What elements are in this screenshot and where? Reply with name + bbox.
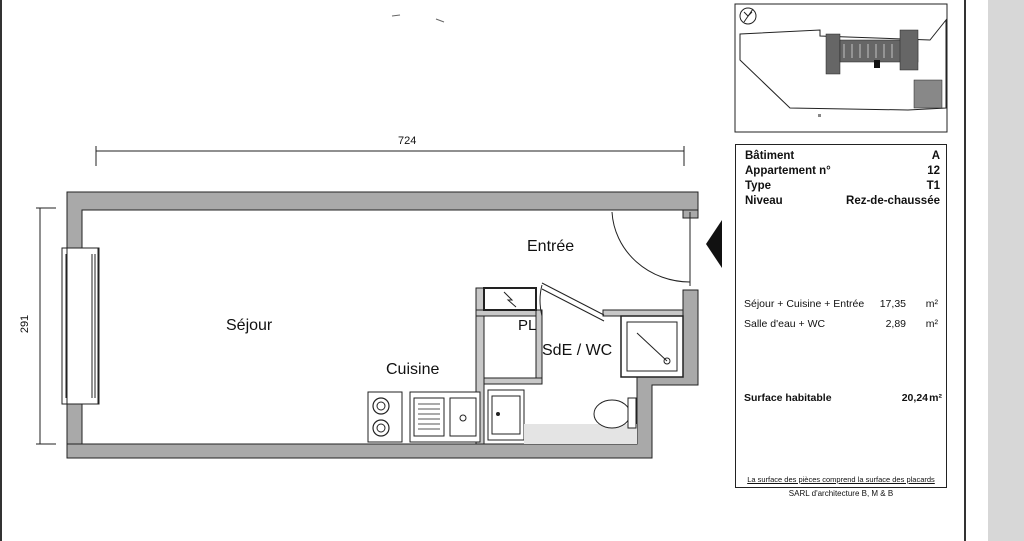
window: [61, 247, 99, 405]
shower: [620, 315, 684, 378]
room-label-cuisine: Cuisine: [386, 361, 440, 378]
room-label-sejour: Séjour: [226, 317, 273, 334]
area-row-salle-eau-wc: Salle d'eau + WC 2,89 m²: [744, 318, 938, 330]
room-label-entree: Entrée: [527, 238, 575, 255]
interior-partitions: [475, 287, 684, 445]
width-dimension: [95, 146, 685, 166]
bathroom-floor-shade: [524, 424, 637, 444]
info-box: Bâtiment A Appartement n° 12 Type T1 Niv…: [735, 144, 947, 488]
top-marks: [391, 14, 445, 23]
bathroom-door: [539, 282, 605, 322]
location-map: [734, 3, 948, 133]
room-label-sde-wc: SdE / WC: [542, 342, 613, 359]
toilet: [593, 397, 637, 429]
area-row-surface-habitable: Surface habitable 20,24 m²: [744, 392, 942, 404]
page-frame: [0, 0, 966, 541]
info-row-niveau: Niveau Rez-de-chaussée: [745, 195, 940, 207]
kitchen-sink: [409, 391, 481, 443]
entrance-door: [611, 211, 691, 286]
room-label-pl: PL: [518, 317, 537, 334]
width-dimension-label: 724: [398, 135, 417, 147]
entrance-arrow-icon: [706, 220, 722, 268]
scrollbar-strip[interactable]: [988, 0, 1024, 541]
architect-credit: SARL d'architecture B, M & B: [788, 489, 894, 498]
north-arrow-icon: [739, 7, 757, 25]
height-dimension-label: 291: [19, 314, 32, 334]
surface-note: La surface des pièces comprend la surfac…: [747, 475, 935, 484]
electrical-panel: [483, 287, 537, 311]
area-row-sejour-cuisine-entree: Séjour + Cuisine + Entrée 17,35 m²: [744, 298, 938, 310]
washbasin: [487, 389, 525, 441]
cooktop: [367, 391, 403, 443]
info-row-batiment: Bâtiment A: [745, 150, 940, 162]
info-row-type: Type T1: [745, 180, 940, 192]
info-row-appartement: Appartement n° 12: [745, 165, 940, 177]
height-dimension: [36, 207, 56, 445]
